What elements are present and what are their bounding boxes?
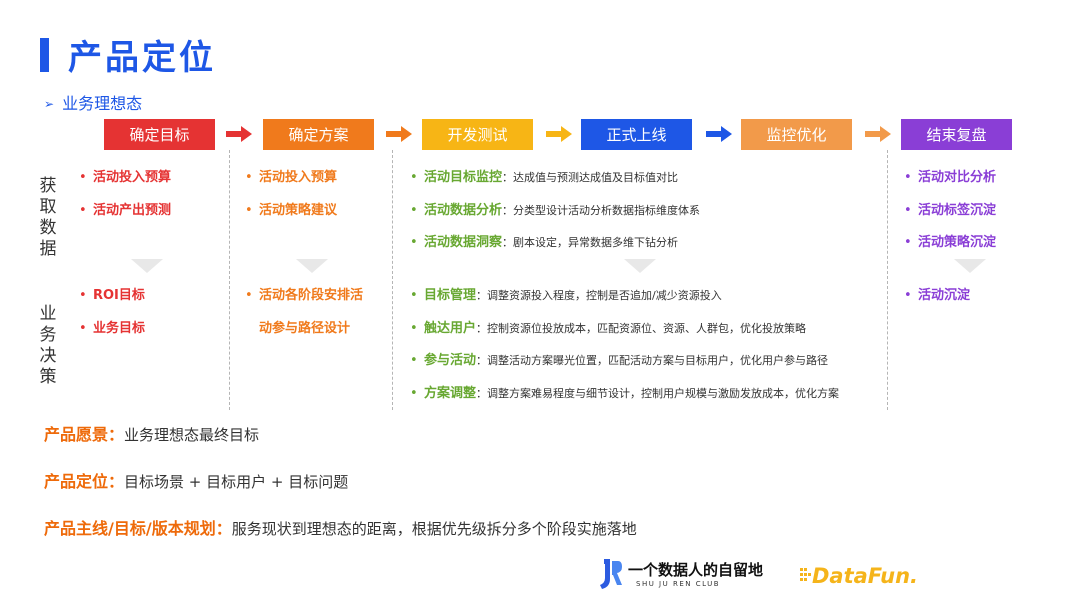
down-chevron-icon <box>131 259 163 273</box>
down-chevron-icon <box>954 259 986 273</box>
list-item: •参与活动：调整活动方案曝光位置，匹配活动方案与目标用户，优化用户参与路径 <box>410 353 829 368</box>
down-chevron-icon <box>296 259 328 273</box>
subtitle-text: 业务理想态 <box>62 94 143 113</box>
arrow-right-icon <box>226 126 252 142</box>
vision-statement: 产品愿景：业务理想态最终目标 <box>44 425 260 444</box>
arrow-right-icon <box>386 126 412 142</box>
row-label-data: 获取数据 <box>39 176 57 259</box>
datafun-logo-text: DataFun. <box>812 564 919 588</box>
stage-box-5: 监控优化 <box>741 119 852 150</box>
stage-box-1: 确定目标 <box>104 119 215 150</box>
stage-box-3: 开发测试 <box>422 119 533 150</box>
down-chevron-icon <box>624 259 656 273</box>
triangle-bullet-icon: ➢ <box>44 97 55 111</box>
datafun-pixel-icon <box>800 568 811 581</box>
list-item: •活动目标监控：达成值与预测达成值及目标值对比 <box>410 170 679 185</box>
list-item: •方案调整：调整方案难易程度与细节设计，控制用户规模与激励发放成本，优化方案 <box>410 386 840 401</box>
list-item: •活动数据洞察：剧本设定，异常数据多维下钻分析 <box>410 235 679 250</box>
list-item: •活动投入预算 <box>245 170 338 185</box>
club-logo-subtitle: SHU JU REN CLUB <box>636 580 721 588</box>
arrow-right-icon <box>865 126 891 142</box>
column-divider <box>887 150 888 410</box>
list-item: •活动各阶段安排活 <box>245 288 364 303</box>
stage-box-2: 确定方案 <box>263 119 374 150</box>
stage-box-4: 正式上线 <box>581 119 692 150</box>
list-item: •活动标签沉淀 <box>904 203 997 218</box>
list-item: •业务目标 <box>79 321 146 336</box>
club-logo-icon <box>600 559 622 589</box>
list-item: •触达用户：控制资源位投放成本，匹配资源位、资源、人群包，优化投放策略 <box>410 321 807 336</box>
positioning-statement: 产品定位：目标场景 + 目标用户 + 目标问题 <box>44 472 349 491</box>
list-item: •目标管理：调整资源投入程度，控制是否追加/减少资源投入 <box>410 288 722 303</box>
list-item: •活动产出预测 <box>79 203 172 218</box>
list-item: •活动沉淀 <box>904 288 971 303</box>
list-item: •活动策略沉淀 <box>904 235 997 250</box>
arrow-right-icon <box>546 126 572 142</box>
list-item: •活动投入预算 <box>79 170 172 185</box>
list-item-continuation: 动参与路径设计 <box>259 321 351 336</box>
list-item: •活动对比分析 <box>904 170 997 185</box>
club-logo-name: 一个数据人的自留地 <box>628 561 764 579</box>
stage-box-6: 结束复盘 <box>901 119 1012 150</box>
page-title: 产品定位 <box>68 38 216 78</box>
list-item: •活动数据分析：分类型设计活动分析数据指标维度体系 <box>410 203 701 218</box>
row-label-decision: 业务决策 <box>39 304 57 387</box>
arrow-right-icon <box>706 126 732 142</box>
title-accent-bar <box>40 38 49 72</box>
column-divider <box>229 150 230 410</box>
column-divider <box>392 150 393 410</box>
list-item: •ROI目标 <box>79 288 145 303</box>
roadmap-statement: 产品主线/目标/版本规划：服务现状到理想态的距离，根据优先级拆分多个阶段实施落地 <box>44 519 637 538</box>
list-item: •活动策略建议 <box>245 203 338 218</box>
section-subtitle: ➢ 业务理想态 <box>44 90 142 114</box>
